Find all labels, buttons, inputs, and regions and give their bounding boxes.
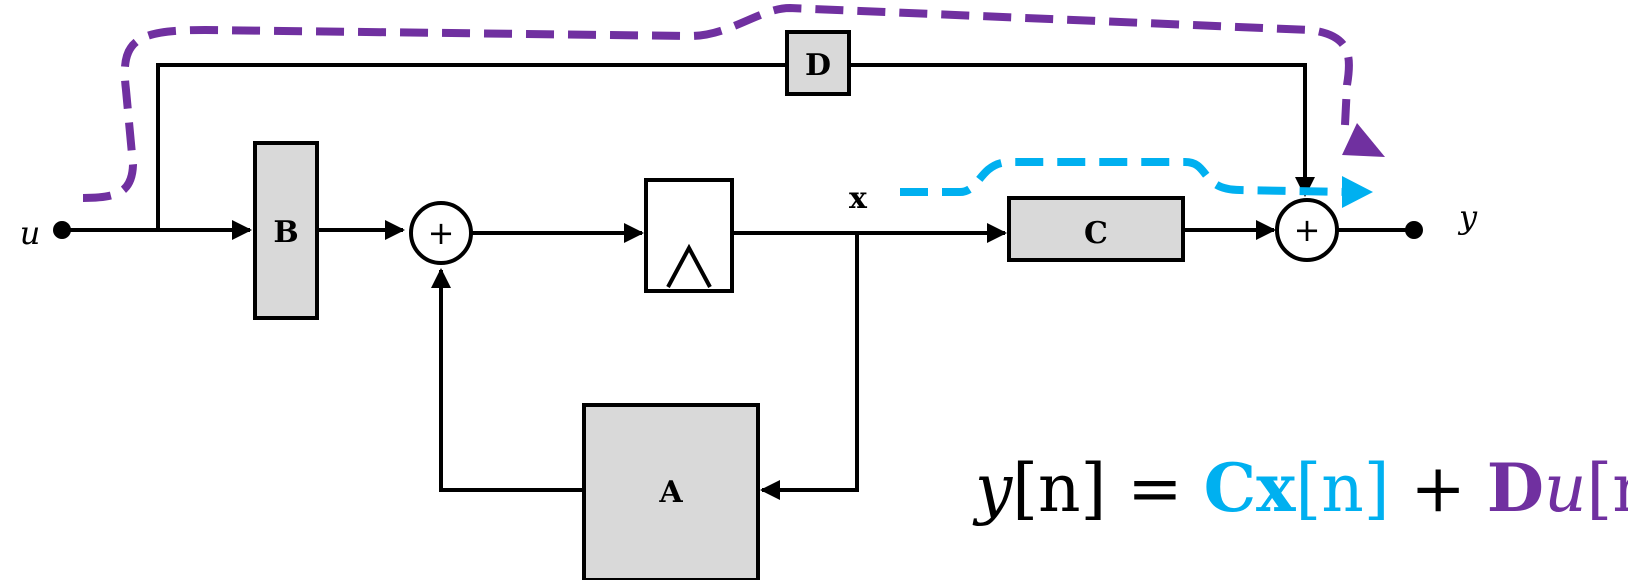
sum-junction-1 bbox=[409, 201, 473, 265]
A-block bbox=[582, 403, 760, 580]
output-node bbox=[1405, 221, 1423, 239]
C-label: C bbox=[1084, 216, 1108, 251]
clock-triangle-icon bbox=[666, 243, 712, 288]
wire-u-to-D bbox=[156, 63, 787, 230]
equation-term1-index: [n] bbox=[1295, 450, 1390, 527]
D-block bbox=[785, 30, 851, 96]
output-signal-label: y bbox=[1457, 198, 1478, 236]
B-label: B bbox=[273, 215, 298, 250]
equation-plus: + bbox=[1389, 450, 1487, 527]
direct-path-highlight bbox=[82, 3, 1353, 202]
wire-x-to-A bbox=[760, 233, 859, 500]
equation-term2-var: u bbox=[1543, 450, 1587, 527]
input-signal-label: u bbox=[20, 214, 41, 252]
D-label: D bbox=[805, 48, 831, 83]
state-signal-label: x bbox=[849, 181, 868, 216]
output-equation: y[n] = Cx[n] + Du[n] bbox=[975, 455, 1628, 522]
equation-term2-matrix: D bbox=[1486, 449, 1544, 527]
wire-A-to-sum1 bbox=[431, 268, 584, 492]
sum-junction-2 bbox=[1275, 198, 1339, 262]
sum-junction-1-symbol: + bbox=[428, 214, 455, 252]
state-path-highlight bbox=[900, 158, 1346, 196]
equation-term2-index: [n] bbox=[1586, 450, 1628, 527]
C-block bbox=[1007, 196, 1185, 262]
equation-term1-matrix: C bbox=[1203, 449, 1257, 527]
equation-lhs-index: [n] bbox=[1012, 450, 1107, 527]
B-block bbox=[253, 141, 319, 320]
equation-term1-var: x bbox=[1256, 449, 1296, 527]
state-path-arrowhead-icon bbox=[1342, 176, 1373, 208]
sum-junction-2-symbol: + bbox=[1294, 211, 1321, 249]
equation-lhs: y bbox=[975, 450, 1013, 527]
A-label: A bbox=[658, 475, 683, 510]
direct-path-arrowhead-icon bbox=[1342, 123, 1385, 157]
delay-block bbox=[644, 178, 734, 293]
wire-D-to-sum2 bbox=[849, 63, 1315, 197]
equation-equals: = bbox=[1106, 450, 1204, 527]
